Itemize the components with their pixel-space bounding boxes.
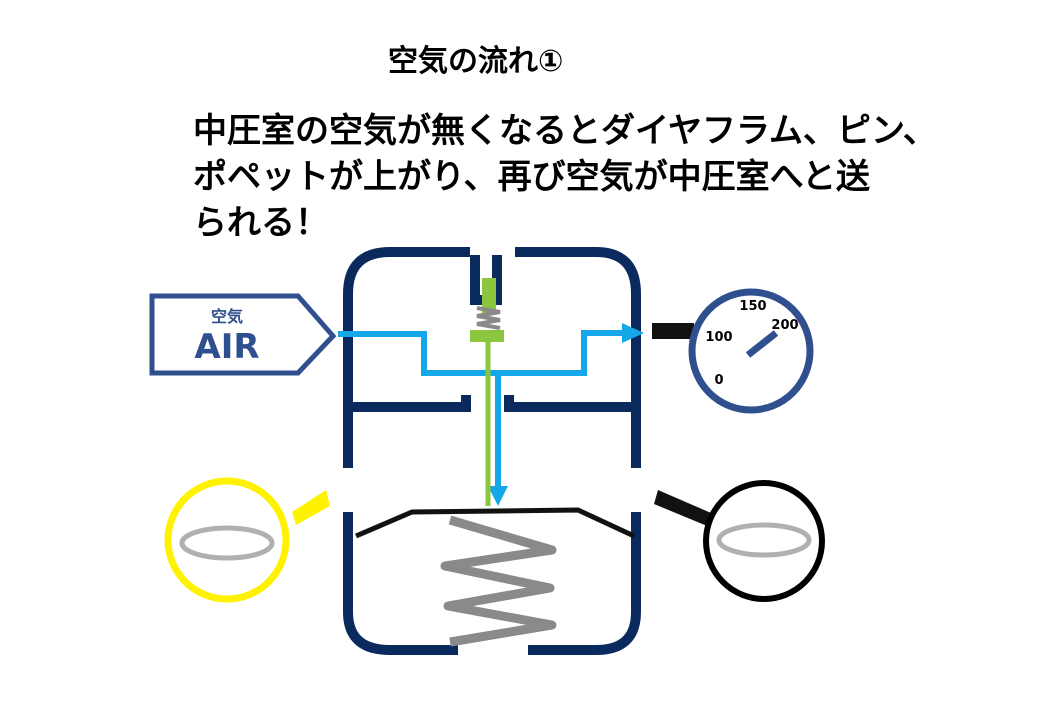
gauge-tick-150: 150 — [739, 299, 766, 314]
description-text: 中圧室の空気が無くなるとダイヤフラム、ピン、 ポペットが上がり、再び空気が中圧室… — [193, 108, 953, 246]
o-ring-right — [716, 522, 812, 558]
main-spring — [440, 515, 557, 647]
air-inlet-label-jp: 空気 — [211, 307, 243, 326]
gauge-needle — [745, 330, 779, 358]
poppet-spring — [476, 306, 501, 330]
o-ring-left — [179, 525, 275, 561]
pressure-gauge-icon: 0 100 150 200 — [652, 288, 814, 414]
description-line-1: 中圧室の空気が無くなるとダイヤフラム、ピン、 — [193, 111, 937, 151]
slide-title: 空気の流れ① — [388, 44, 564, 79]
description-line-3: られる！ — [193, 203, 329, 243]
magnifier-yellow-icon — [164, 477, 330, 603]
description-line-2: ポペットが上がり、再び空気が中圧室へと送 — [193, 157, 870, 197]
air-inlet-label-en: AIR — [194, 327, 259, 367]
gauge-tick-200: 200 — [771, 318, 798, 333]
diaphragm — [355, 507, 636, 539]
poppet-pin — [470, 278, 504, 506]
magnifier-black-icon — [654, 480, 825, 602]
gauge-tick-100: 100 — [705, 330, 732, 345]
air-flow-path — [338, 323, 644, 506]
air-flow-arrow-right — [622, 323, 644, 343]
gauge-tick-0: 0 — [714, 373, 723, 388]
air-flow-arrow-down — [488, 486, 508, 506]
air-inlet-box: 空気 AIR — [149, 293, 337, 376]
